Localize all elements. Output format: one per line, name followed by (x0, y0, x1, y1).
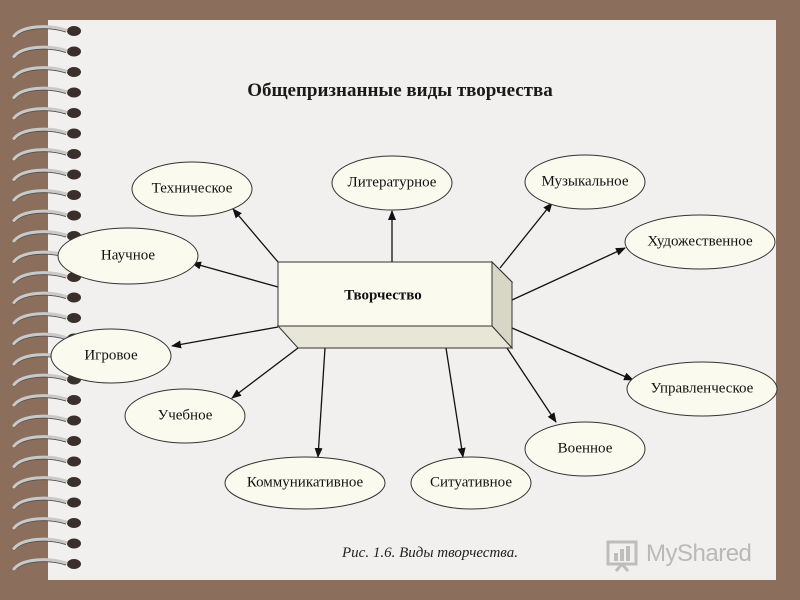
binding-ring (12, 558, 81, 572)
watermark-logo: MyShared (606, 538, 766, 572)
binding-ring (12, 209, 81, 223)
binding-ring (12, 86, 81, 100)
binding-ring (12, 414, 81, 428)
arrow-to-game (171, 326, 279, 349)
node-ellipse-game (50, 328, 172, 384)
chart-logo-icon (606, 540, 638, 572)
binding-ring (12, 435, 81, 449)
arrow-to-artistic (511, 247, 626, 301)
binding-ring (12, 291, 81, 305)
node-ellipse-managerial (626, 361, 778, 417)
binding-ring (12, 148, 81, 162)
diagram-title: Общепризнанные виды творчества (247, 80, 553, 101)
node-label-military: Военное (557, 440, 613, 457)
figure-caption: Рис. 1.6. Виды творчества. (342, 545, 518, 561)
node-label-communicative: Коммуникативное (246, 474, 364, 491)
binding-ring (12, 312, 81, 326)
node-ellipse-military (524, 421, 646, 477)
binding-ring (12, 107, 81, 121)
binding-ring (12, 496, 81, 510)
binding-ring (12, 189, 81, 203)
node-label-managerial: Управленческое (650, 380, 754, 397)
arrow-to-military (504, 344, 557, 423)
binding-ring (12, 455, 81, 469)
node-ellipse-situational (410, 456, 532, 510)
node-ellipse-communicative (224, 456, 386, 510)
node-label-musical: Музыкальное (541, 173, 629, 190)
node-label-situational: Ситуативное (430, 474, 512, 491)
node-label-artistic: Художественное (647, 233, 753, 250)
arrow-to-managerial (511, 327, 634, 381)
node-ellipse-literary (331, 155, 453, 211)
node-label-scientific: Научное (100, 247, 156, 264)
binding-ring (12, 517, 81, 531)
binding-ring (12, 127, 81, 141)
binding-ring (12, 25, 81, 39)
binding-ring (12, 476, 81, 490)
center-box (276, 260, 514, 350)
binding-ring (12, 45, 81, 59)
node-label-game: Игровое (84, 347, 138, 364)
binding-ring (12, 537, 81, 551)
arrow-to-educational (231, 347, 299, 399)
arrow-to-situational (445, 347, 466, 458)
watermark-text: MyShared (646, 540, 752, 567)
node-label-literary: Литературное (347, 174, 437, 191)
node-ellipse-scientific (57, 227, 199, 285)
node-ellipse-musical (524, 154, 646, 210)
node-ellipse-artistic (624, 214, 776, 270)
center-box-label: Творчество (344, 287, 422, 304)
node-ellipse-technical (131, 161, 253, 217)
arrow-to-technical (232, 208, 279, 263)
binding-ring (12, 394, 81, 408)
arrow-to-communicative (314, 347, 326, 458)
node-label-technical: Техническое (151, 180, 233, 197)
arrow-to-musical (499, 202, 553, 269)
node-ellipse-educational (124, 388, 246, 444)
arrow-to-scientific (191, 261, 279, 288)
node-label-educational: Учебное (157, 407, 213, 424)
binding-ring (12, 168, 81, 182)
binding-ring (12, 66, 81, 80)
